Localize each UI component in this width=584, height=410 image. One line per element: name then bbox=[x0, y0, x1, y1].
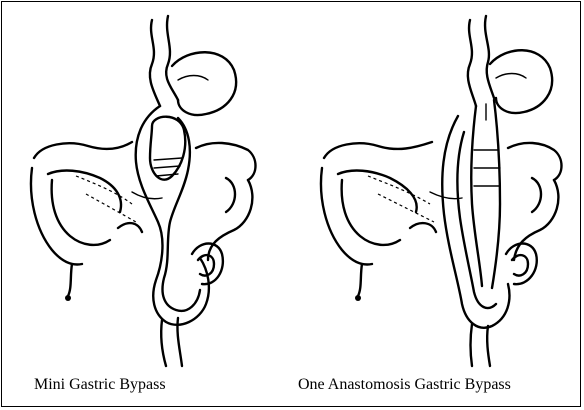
colon-outline bbox=[208, 180, 252, 260]
pouch-loop bbox=[150, 117, 185, 180]
esophagus-outline bbox=[150, 20, 160, 106]
descending-bowel bbox=[487, 326, 490, 366]
colon-outline bbox=[52, 180, 110, 245]
bowel-tail-tip bbox=[355, 295, 361, 301]
colon-outline bbox=[342, 180, 400, 245]
colon-outline bbox=[324, 142, 432, 158]
descending-bowel bbox=[161, 320, 166, 366]
descending-bowel bbox=[471, 324, 473, 366]
colon-outline bbox=[514, 180, 558, 260]
intestinal-loop bbox=[457, 132, 496, 308]
bowel-tail bbox=[68, 264, 72, 296]
gastric-pouch bbox=[471, 106, 482, 286]
mini-gastric-bypass-drawing bbox=[12, 8, 282, 370]
colon-outline bbox=[196, 143, 256, 180]
stomach-remnant-line bbox=[496, 74, 526, 79]
mini-gastric-bypass-illustration bbox=[12, 8, 282, 370]
one-anastomosis-gastric-bypass-illustration bbox=[302, 8, 572, 370]
esophagus-outline bbox=[468, 20, 476, 106]
one-anastomosis-gastric-bypass-drawing bbox=[302, 8, 572, 370]
mesentery-line bbox=[368, 176, 430, 204]
mesentery-line bbox=[378, 194, 434, 222]
colon-outline bbox=[338, 171, 417, 212]
bowel-tail-tip bbox=[65, 295, 71, 301]
stomach-remnant bbox=[172, 52, 236, 115]
caption-mini-gastric-bypass: Mini Gastric Bypass bbox=[34, 375, 166, 395]
stomach-remnant bbox=[490, 50, 552, 113]
stomach-remnant-line bbox=[178, 76, 208, 81]
colon-outline bbox=[532, 178, 541, 212]
colon-outline bbox=[118, 223, 142, 232]
bowel-pocket bbox=[512, 255, 528, 275]
pouch-band bbox=[156, 174, 178, 176]
caption-one-anastomosis-gastric-bypass: One Anastomosis Gastric Bypass bbox=[298, 375, 511, 395]
colon-outline bbox=[410, 223, 436, 232]
esophagus-outline bbox=[485, 16, 494, 98]
pouch-band bbox=[154, 166, 180, 168]
colon-outline bbox=[508, 143, 562, 180]
mesentery-line bbox=[132, 192, 162, 199]
colon-outline bbox=[34, 142, 132, 158]
intestinal-loop bbox=[163, 118, 201, 311]
bowel-pocket bbox=[506, 244, 537, 285]
gastric-pouch bbox=[492, 100, 500, 288]
bowel-tail bbox=[358, 264, 362, 296]
pouch-band bbox=[154, 158, 182, 160]
esophagus-outline bbox=[166, 16, 178, 100]
colon-outline bbox=[226, 178, 235, 212]
mesentery-line bbox=[86, 194, 136, 222]
